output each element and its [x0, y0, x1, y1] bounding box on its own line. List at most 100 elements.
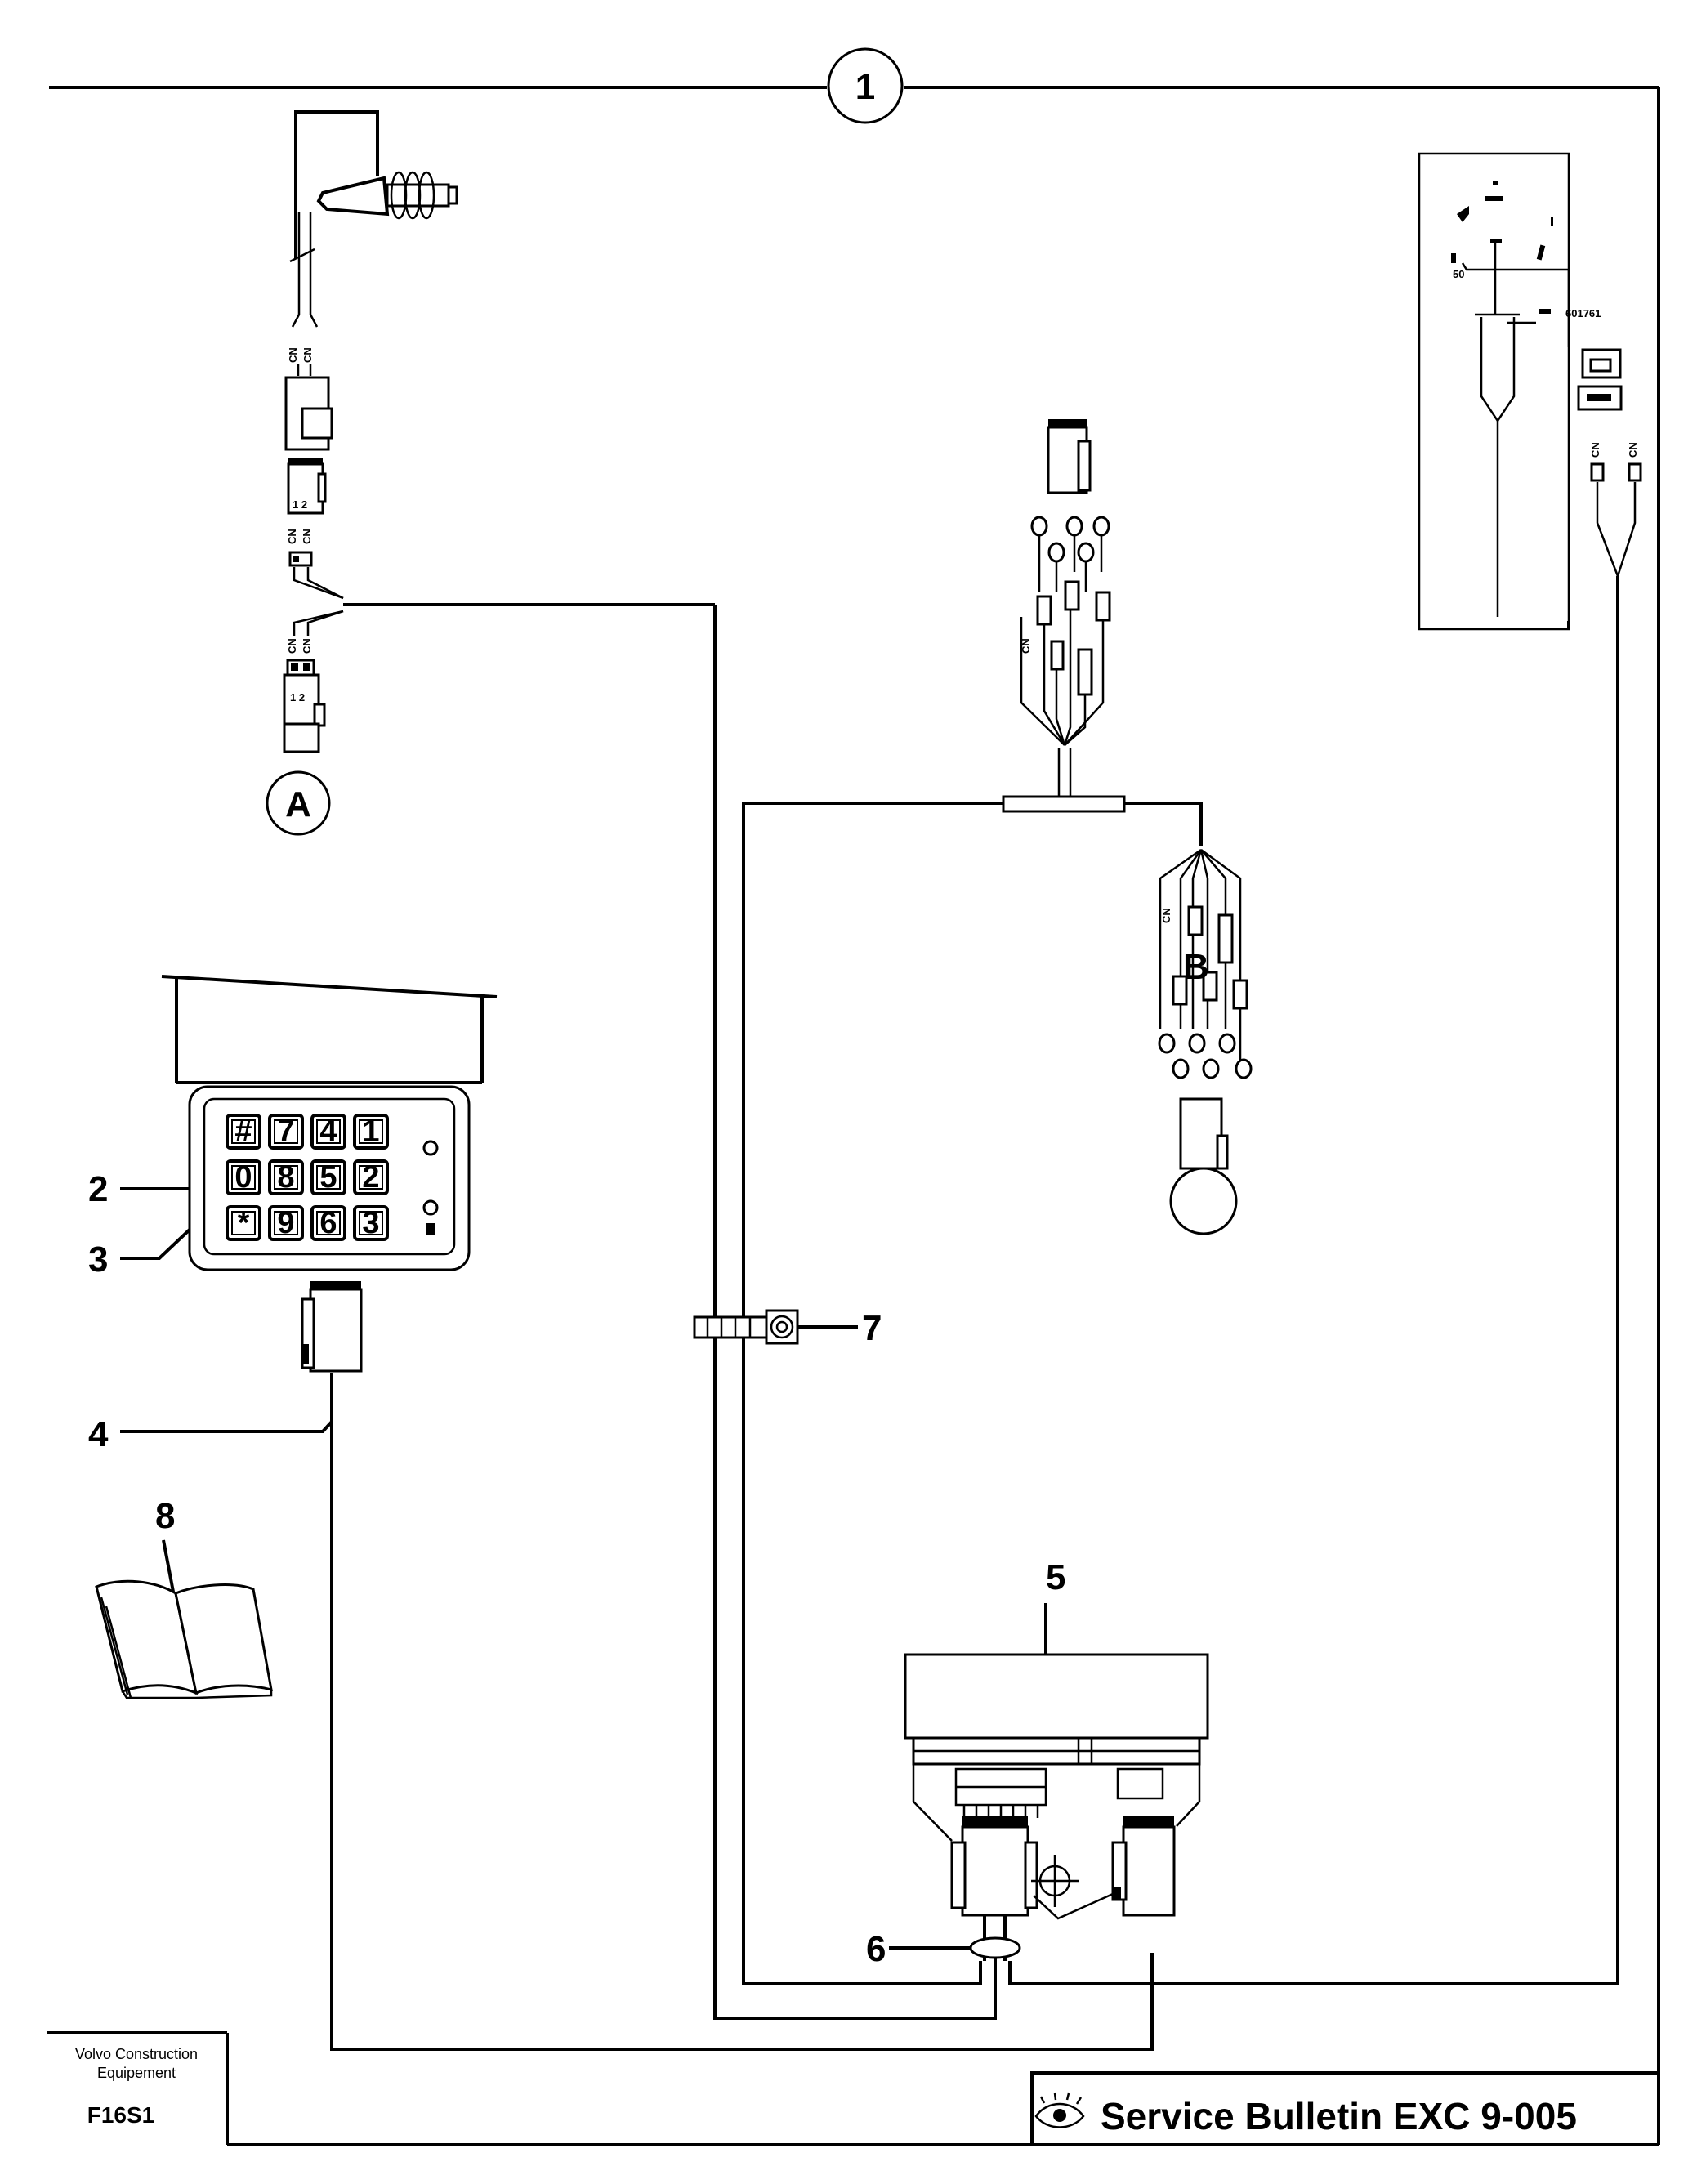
keypad-key[interactable]: * [226, 1205, 261, 1241]
module-label: 50 [1453, 268, 1464, 280]
wire-label-cn: CN [301, 638, 313, 654]
wire-label-cn: CN [1020, 638, 1032, 654]
connector-b-group: CN B [1158, 848, 1253, 1235]
callout-a: A [266, 770, 331, 836]
cable-clamp [693, 1309, 799, 1345]
keypad-key-frame[interactable] [226, 1114, 261, 1150]
keypad-key[interactable]: 8 [268, 1159, 304, 1195]
keypad-key-frame[interactable] [226, 1159, 261, 1195]
keypad-key[interactable]: 2 [353, 1159, 389, 1195]
keypad-key-label: 2 [362, 1160, 379, 1195]
bulletin-box: Service Bulletin EXC 9-005 [1030, 2071, 1659, 2145]
harness-wire [330, 1373, 1154, 2051]
eye-icon [1034, 2092, 1085, 2128]
wire-label-cn: CN [1589, 442, 1601, 458]
keypad-key-inner [274, 1211, 298, 1235]
keypad-key-inner [316, 1165, 341, 1190]
callout-b-label: B [1183, 947, 1209, 987]
callout-1-label: 1 [855, 67, 875, 107]
keypad-key-label: # [234, 1114, 252, 1149]
callout-5-label: 5 [1046, 1557, 1065, 1597]
wire-label-cn: CN [301, 529, 313, 544]
keypad-key-label: 5 [319, 1160, 337, 1195]
harness-wire [1008, 576, 1619, 1985]
keypad-key-label: 0 [234, 1160, 252, 1195]
callout-8-label: 8 [155, 1496, 175, 1536]
keypad-key-label: 9 [277, 1206, 294, 1240]
callout-7: 7 [797, 1308, 882, 1348]
keypad-key-frame[interactable] [268, 1114, 304, 1150]
keypad-key-inner [231, 1119, 256, 1144]
callout-2-label: 2 [88, 1169, 108, 1209]
diagram-frame [47, 86, 1660, 2146]
wire-label-cn: CN [286, 529, 298, 544]
callout-3-label: 3 [88, 1239, 108, 1280]
callout-7-label: 7 [862, 1308, 882, 1348]
center-harness-top: CN [1002, 419, 1126, 813]
harness-wire [1124, 802, 1203, 846]
keypad-key-inner [359, 1165, 383, 1190]
right-connector-stack: CN CN [1567, 270, 1642, 577]
keypad-key[interactable]: 4 [310, 1114, 346, 1150]
keypad-key-frame[interactable] [353, 1159, 389, 1195]
keypad-key[interactable]: 1 [353, 1114, 389, 1150]
keypad-key[interactable]: # [226, 1114, 261, 1150]
callout-6: 6 [866, 1929, 1021, 1969]
keypad-key-label: * [238, 1206, 250, 1240]
wire-label-cn: CN [1160, 908, 1172, 923]
keypad-key-inner [231, 1211, 256, 1235]
callout-4: 4 [88, 1414, 333, 1454]
keypad-key-frame[interactable] [353, 1205, 389, 1241]
keypad-key[interactable]: 7 [268, 1114, 304, 1150]
company-name-line1: Volvo Construction [75, 2046, 198, 2062]
keypad-key-frame[interactable] [353, 1114, 389, 1150]
keypad-key-frame[interactable] [310, 1205, 346, 1241]
keypad-key[interactable]: 0 [226, 1159, 261, 1195]
manual-book-icon: 8 [95, 1496, 273, 1699]
keypad-key-frame[interactable] [310, 1114, 346, 1150]
callout-a-label: A [285, 784, 311, 824]
keypad-key-label: 4 [319, 1114, 337, 1149]
harness-wire [713, 605, 997, 2020]
harness-wire [742, 802, 1003, 1985]
wire-label-cn: CN [1627, 442, 1639, 458]
keypad-key-frame[interactable] [226, 1205, 261, 1241]
figure-code: F16S1 [87, 2102, 155, 2128]
keypad-key-inner [316, 1211, 341, 1235]
keypad-key-inner [274, 1165, 298, 1190]
keypad-key[interactable]: 3 [353, 1205, 389, 1241]
wire-label-cn: CN [301, 347, 314, 363]
callout-6-label: 6 [866, 1929, 886, 1969]
callout-2: 2 [88, 1169, 190, 1209]
keypad-key-frame[interactable] [268, 1205, 304, 1241]
wire-label-cn: CN [287, 347, 299, 363]
keypad-key-frame[interactable] [310, 1159, 346, 1195]
company-name-line2: Equipement [97, 2065, 176, 2081]
control-unit [904, 1653, 1209, 1961]
control-unit-box: 50 601761 [1418, 152, 1601, 631]
pin-label: 1 2 [293, 498, 307, 511]
callout-4-label: 4 [88, 1414, 109, 1454]
module-label: 601761 [1565, 307, 1601, 319]
wire-terminal-group: CN [1020, 516, 1111, 746]
callout-5: 5 [1044, 1557, 1065, 1655]
keypad-key-label: 3 [362, 1206, 379, 1240]
keypad-key-label: 1 [362, 1114, 379, 1149]
keypad-key-inner [359, 1119, 383, 1144]
keypad-key[interactable]: 5 [310, 1159, 346, 1195]
keypad-key-inner [231, 1165, 256, 1190]
keypad-connector [301, 1281, 363, 1373]
company-block: Volvo Construction Equipement F16S1 [75, 2046, 198, 2128]
keypad-key-frame[interactable] [268, 1159, 304, 1195]
keypad-key[interactable]: 9 [268, 1205, 304, 1241]
keypad-key-inner [316, 1119, 341, 1144]
wire-label-cn: CN [286, 638, 298, 654]
keypad-key-inner [274, 1119, 298, 1144]
keypad-key-label: 7 [277, 1114, 294, 1149]
callout-3: 3 [88, 1228, 191, 1280]
pressure-switch-assembly: CN CN 1 2 CN CN CN CN 1 2 [283, 110, 715, 753]
keypad-key[interactable]: 6 [310, 1205, 346, 1241]
keypad-key-label: 6 [319, 1206, 337, 1240]
